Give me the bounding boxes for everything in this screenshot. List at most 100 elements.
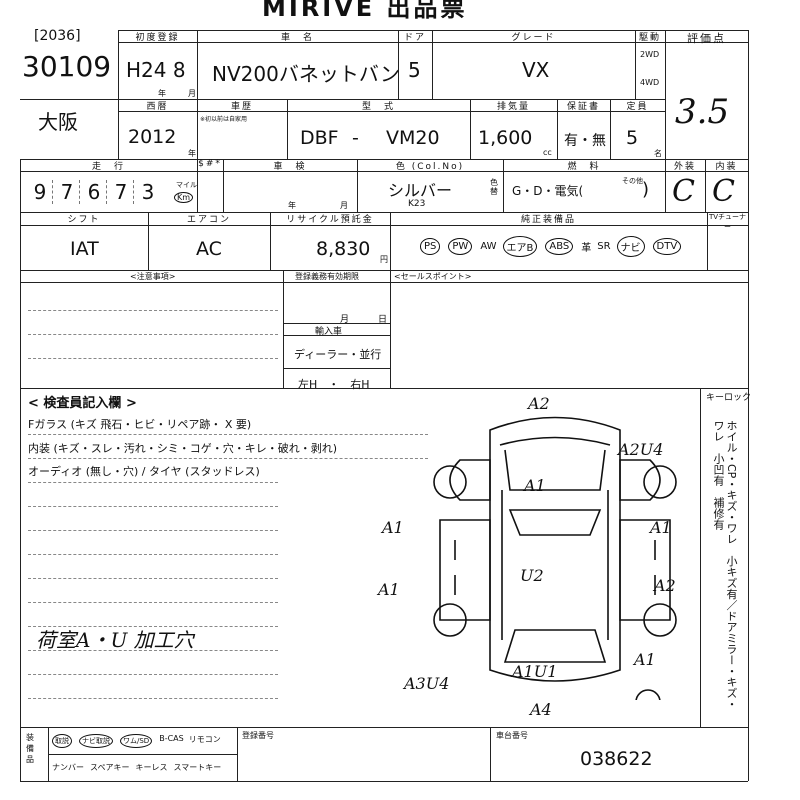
drive-2wd: 2WD [640,50,660,59]
divider [283,335,390,337]
divider [557,99,559,159]
divider [490,727,492,781]
handwritten-note: 荷室A・U 加工穴 [36,628,194,652]
header-doors: ドア [403,33,426,43]
divider [748,30,750,781]
score-value: 3.5 [675,92,730,132]
inspector-line [28,674,278,675]
type-dash: - [352,127,359,149]
lot-code: [2036] [34,28,81,44]
damage-right-front: A1 [650,518,672,537]
ac-value: AC [196,238,222,260]
header-exterior: 外装 [673,162,696,172]
inspector-line [28,554,278,555]
header-first-reg: 初度登録 [135,33,180,43]
inspector-line [28,458,428,459]
header-recycle: リサイクル預託金 [286,215,374,225]
option-dtv: DTV [652,238,682,255]
expiry-day: 日 [378,315,388,325]
equip-keyless: キーレス [135,763,168,772]
caution-line [28,310,278,311]
import-value: ディーラー・並行 [294,348,382,361]
header-grade: グレード [511,33,556,43]
month-unit: 月 [188,89,196,98]
divider [20,159,22,781]
divider [20,727,748,729]
car-name: NV200バネットバン [212,62,400,86]
fuel-other: その他 [622,177,643,185]
divider [20,212,748,214]
header-warranty: 保証書 [566,102,600,112]
inspector-line [28,626,278,627]
divider [118,111,665,113]
inspector-line [28,434,428,435]
option-pw: PW [448,238,473,255]
divider [20,282,748,284]
divider [665,30,667,160]
header-car-name: 車 名 [280,33,314,43]
damage-rear: A4 [530,700,552,719]
interior-grade: C [712,174,735,209]
inspector-line [28,698,278,699]
divider [197,159,199,212]
first-reg-value: H24 8 [126,58,186,82]
type-code: VM20 [386,127,440,149]
caution-header: <注意事項> [130,272,176,281]
fuel-close: ) [642,179,650,200]
page-title: MIRIVE 出品票 [262,0,468,22]
divider [20,781,748,783]
grade-value: VX [522,58,550,82]
option-sr: SR [597,241,611,252]
inspector-interior: 内装 (キズ・スレ・汚れ・シミ・コゲ・穴・キレ・破れ・剥れ) [28,442,338,455]
damage-right-rear: A2 [654,576,676,595]
mileage-unit-km: Km [174,192,194,203]
header-capacity: 定員 [626,102,649,112]
keylock-label: キーロック [706,393,752,403]
chassis-header: 車台番号 [496,731,528,740]
equip-remote: リモコン [188,735,221,744]
handle-value: 左H ・ 右H [298,378,370,391]
type-prefix: DBF [300,127,339,149]
header-mileage: 走 行 [91,162,125,172]
header-color: 色 (Col.No) [395,162,465,172]
divider [118,30,120,160]
divider [48,754,237,756]
divider [283,270,285,388]
import-header: 輸入車 [315,327,343,337]
divider [283,368,390,370]
header-meter: $#* [198,159,222,169]
header-type: 型 式 [361,102,395,112]
recycle-unit: 円 [380,255,388,264]
header-displacement: 排気量 [496,102,530,112]
title-note: ※初以前は自家用 [200,116,248,123]
inspector-header: < 検査員記入欄 > [28,396,137,411]
mileage-digits: 9 7 6 7 3 [28,180,160,204]
inspector-line [28,530,278,531]
option-airbag: エアB [502,236,538,257]
damage-front-right: A2U4 [618,440,664,459]
exterior-grade: C [672,174,695,209]
damage-rear-right: A1 [634,650,656,669]
inspection-year: 年 [288,201,296,210]
divider [20,388,748,390]
option-abs: ABS [545,238,574,255]
divider [390,212,392,388]
divider [610,99,612,159]
mileage-digit: 3 [141,180,155,204]
divider [20,159,748,161]
divider [357,159,359,212]
doors-value: 5 [408,58,421,82]
header-model-year: 西暦 [146,102,169,112]
divider [287,99,289,159]
divider [270,212,272,270]
car-diagram [433,416,677,700]
equip-header: 装備品 [26,733,34,764]
header-fuel: 燃 料 [567,162,601,172]
displacement-unit: cc [543,148,552,157]
damage-front: A2 [528,394,550,413]
option-aw: AW [480,241,497,252]
lot-number: 30109 [22,50,112,83]
damage-rear-center: A1U1 [512,662,558,681]
mileage-digit: 7 [109,180,134,204]
equip-smart-key: スマートキー [173,763,222,772]
